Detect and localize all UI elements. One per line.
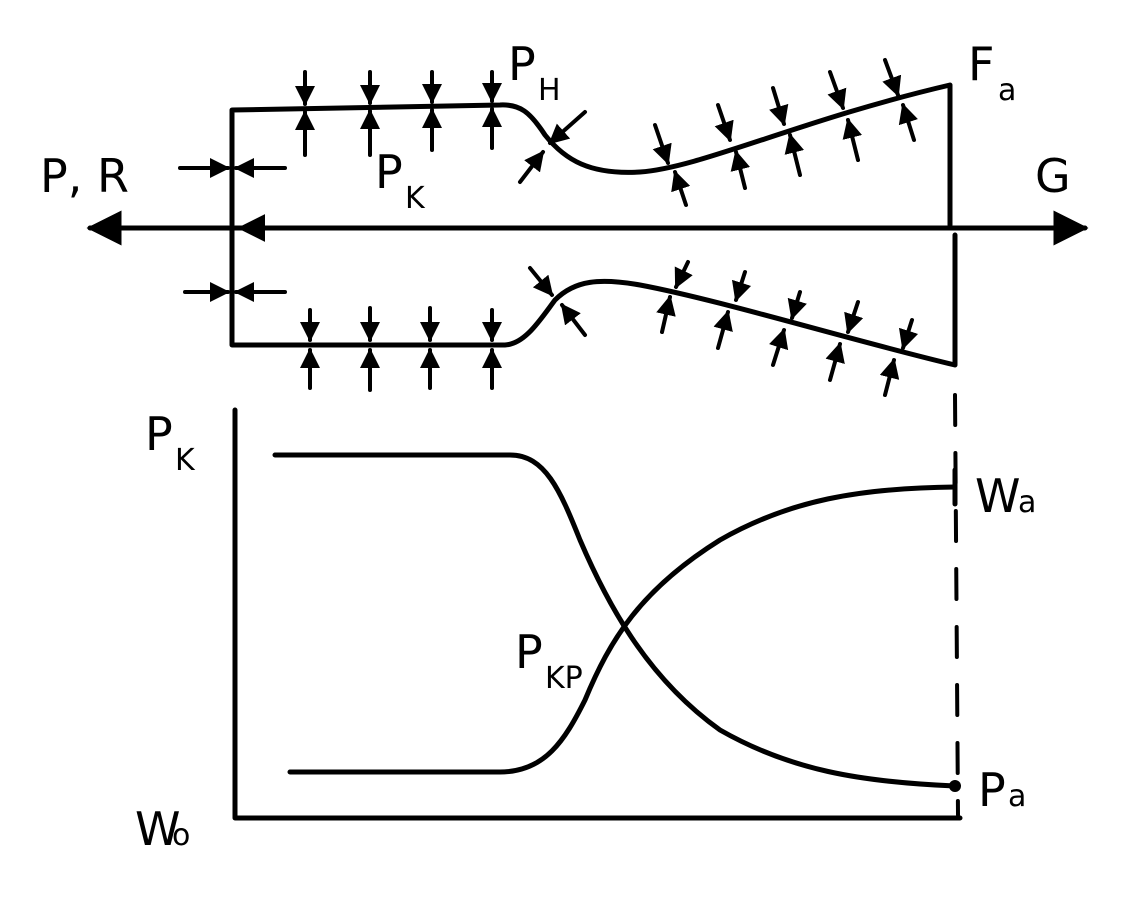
svg-text:P: P bbox=[145, 407, 173, 461]
svg-text:K: K bbox=[405, 181, 426, 216]
svg-text:W: W bbox=[135, 802, 180, 856]
svg-text:P: P bbox=[515, 625, 543, 679]
outer-pressure-label: P H bbox=[508, 37, 561, 108]
lower-wall-pressure-arrows bbox=[300, 260, 919, 397]
svg-text:H: H bbox=[538, 73, 561, 108]
svg-text:a: a bbox=[1008, 779, 1026, 814]
plot-w0-label: W o bbox=[135, 802, 190, 856]
svg-text:P: P bbox=[508, 37, 536, 91]
upper-wall-pressure-arrows bbox=[295, 58, 918, 207]
svg-text:o: o bbox=[172, 818, 190, 853]
left-wall-pressure-arrows bbox=[178, 158, 287, 302]
nozzle-upper-wall bbox=[229, 82, 953, 228]
svg-text:a: a bbox=[998, 73, 1016, 108]
critical-pressure-label: P KP bbox=[515, 625, 583, 696]
exit-velocity-label: W a bbox=[975, 469, 1036, 523]
svg-text:K: K bbox=[175, 443, 196, 478]
thrust-label: P, R bbox=[40, 149, 129, 203]
exit-projection-dashed-line bbox=[953, 393, 960, 817]
nozzle-lower-wall bbox=[229, 227, 958, 368]
chamber-pressure-label: P K bbox=[375, 145, 426, 216]
exit-area-label: F a bbox=[968, 37, 1016, 108]
svg-text:F: F bbox=[968, 37, 994, 91]
svg-text:W: W bbox=[975, 469, 1020, 523]
velocity-curve bbox=[287, 484, 958, 775]
pressure-curve bbox=[272, 452, 958, 789]
gravity-label: G bbox=[1035, 149, 1071, 203]
exit-pressure-point bbox=[949, 780, 961, 792]
exit-pressure-label: P a bbox=[978, 763, 1026, 817]
svg-text:KP: KP bbox=[545, 661, 583, 696]
svg-text:a: a bbox=[1018, 485, 1036, 520]
svg-text:P: P bbox=[978, 763, 1006, 817]
svg-text:P: P bbox=[375, 145, 403, 199]
plot-axes bbox=[232, 407, 963, 821]
plot-pk-label: P K bbox=[145, 407, 196, 478]
